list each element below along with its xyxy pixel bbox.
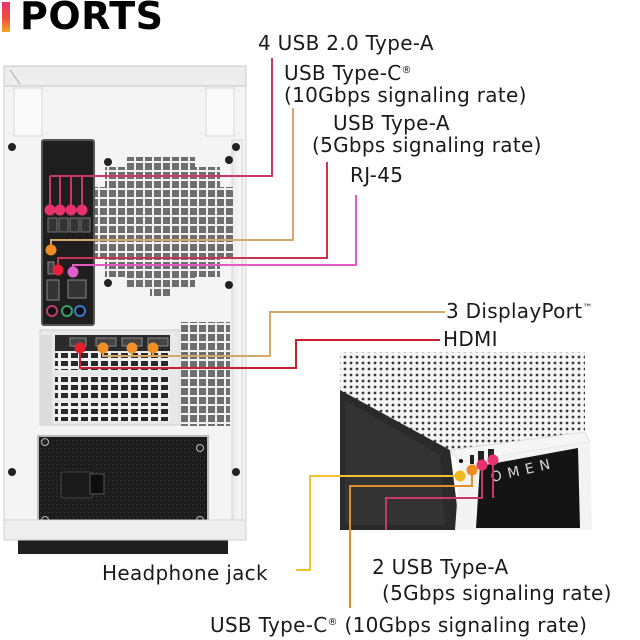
label-usba-rear: USB Type-A bbox=[333, 111, 450, 135]
port-markers bbox=[44, 204, 499, 482]
label-usba-front: 2 USB Type-A bbox=[372, 555, 509, 579]
label-displayport: 3 DisplayPort™ bbox=[446, 299, 593, 323]
label-usba-rear-rate: (5Gbps signaling rate) bbox=[312, 133, 542, 157]
label-usba-front-rate: (5Gbps signaling rate) bbox=[382, 581, 612, 605]
label-usbc-front: USB Type-C® (10Gbps signaling rate) bbox=[210, 613, 588, 637]
title-accent-bar bbox=[2, 2, 10, 32]
page-title: PORTS bbox=[20, 0, 164, 38]
label-headphone-jack: Headphone jack bbox=[102, 561, 268, 585]
rear-tower bbox=[3, 65, 247, 554]
label-usbc-rear: USB Type-C® bbox=[284, 61, 412, 85]
label-hdmi: HDMI bbox=[443, 327, 498, 351]
label-usb20: 4 USB 2.0 Type-A bbox=[258, 31, 434, 55]
label-usbc-rear-rate: (10Gbps signaling rate) bbox=[284, 83, 527, 107]
label-rj45: RJ-45 bbox=[350, 163, 404, 187]
